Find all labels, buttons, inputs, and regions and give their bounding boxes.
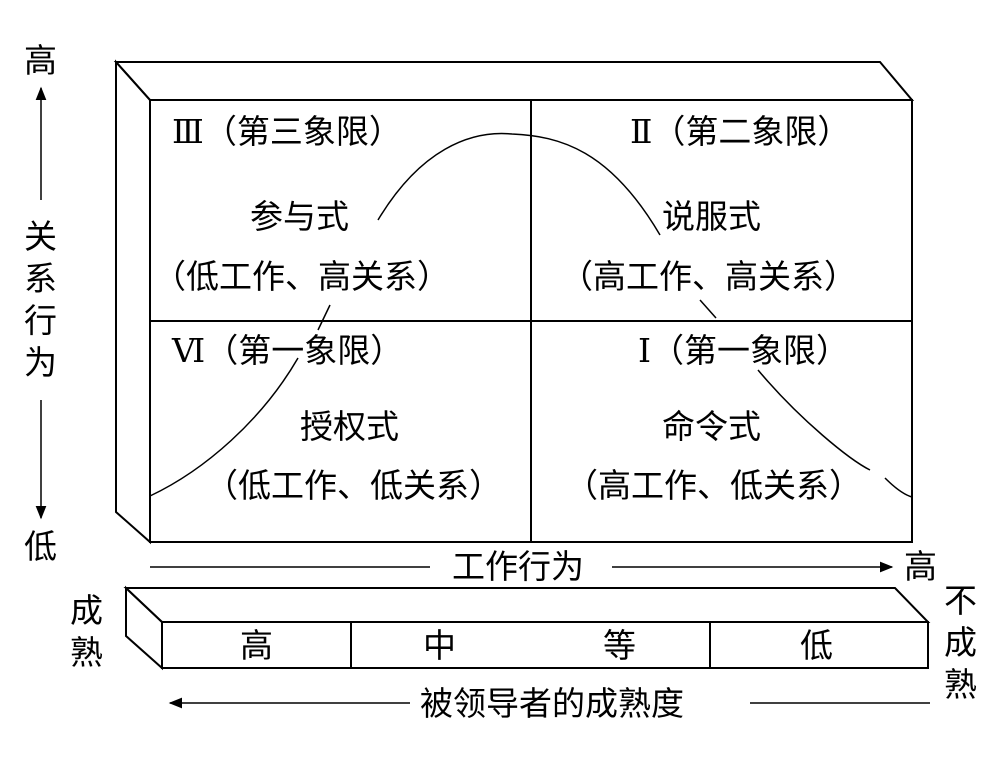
maturity-left-char: 熟	[70, 633, 103, 672]
quadrant-1-desc: （高工作、低关系）	[565, 466, 862, 505]
curve-segment	[149, 357, 299, 497]
maturity-bar-left-face	[125, 585, 163, 671]
box-top-face	[113, 61, 915, 101]
y-axis: 高 关 系 行 为 低	[24, 41, 57, 566]
y-axis-high-label: 高	[24, 41, 57, 80]
y-axis-label-char: 关	[24, 217, 57, 256]
y-axis-label-char: 系	[24, 259, 57, 298]
x-axis-high-label: 高	[904, 547, 937, 586]
curve-segment	[699, 299, 717, 319]
maturity-right-char: 成	[944, 623, 977, 662]
y-axis-low-label: 低	[24, 527, 57, 566]
quadrant-2-desc: （高工作、高关系）	[560, 257, 857, 296]
maturity-axis-label: 被领导者的成熟度	[420, 684, 684, 723]
maturity-bar-front-face	[161, 621, 929, 669]
quadrant-2-style: 说服式	[662, 197, 761, 236]
maturity-right-char: 熟	[944, 665, 977, 704]
box-left-face	[115, 59, 151, 545]
quadrant-3-desc: （低工作、高关系）	[153, 257, 450, 296]
quadrant-3-style: 参与式	[250, 197, 349, 236]
quadrant-4: Ⅵ（第一象限） 授权式 （低工作、低关系）	[171, 331, 502, 505]
x-axis: 工作行为 高	[150, 547, 937, 586]
quadrant-box	[113, 59, 915, 545]
quadrant-1-style: 命令式	[662, 407, 761, 446]
maturity-bar: 高 中 等 低	[123, 585, 931, 671]
maturity-cell-mid-1: 中	[423, 626, 456, 665]
bell-curve	[149, 132, 913, 498]
quadrant-4-desc: （低工作、低关系）	[205, 466, 502, 505]
curve-segment	[884, 477, 913, 498]
quadrant-3-title: Ⅲ（第三象限）	[172, 112, 402, 151]
quadrant-1-title: Ⅰ（第一象限）	[638, 331, 849, 370]
x-axis-label: 工作行为	[452, 547, 584, 586]
y-axis-label-char: 为	[24, 343, 57, 382]
y-axis-label-char: 行	[24, 301, 57, 340]
quadrant-2: Ⅱ（第二象限） 说服式 （高工作、高关系）	[560, 112, 857, 296]
curve-segment	[377, 132, 661, 236]
maturity-cell-low: 低	[800, 626, 833, 665]
maturity-cell-high: 高	[240, 626, 273, 665]
maturity-right-char: 不	[944, 581, 977, 620]
maturity-axis: 被领导者的成熟度	[168, 684, 930, 723]
curve-segment	[317, 304, 331, 331]
quadrant-2-title: Ⅱ（第二象限）	[630, 112, 850, 151]
quadrant-3: Ⅲ（第三象限） 参与式 （低工作、高关系）	[153, 112, 450, 296]
maturity-cell-mid-2: 等	[603, 626, 636, 665]
maturity-left-char: 成	[70, 591, 103, 630]
maturity-bar-top-face	[123, 587, 931, 623]
curve-segment	[757, 369, 871, 471]
quadrant-4-title: Ⅵ（第一象限）	[171, 331, 403, 370]
quadrant-4-style: 授权式	[300, 407, 399, 446]
quadrant-1: Ⅰ（第一象限） 命令式 （高工作、低关系）	[565, 331, 862, 505]
maturity-left-label: 成 熟	[70, 591, 103, 672]
maturity-right-label: 不 成 熟	[944, 581, 977, 704]
